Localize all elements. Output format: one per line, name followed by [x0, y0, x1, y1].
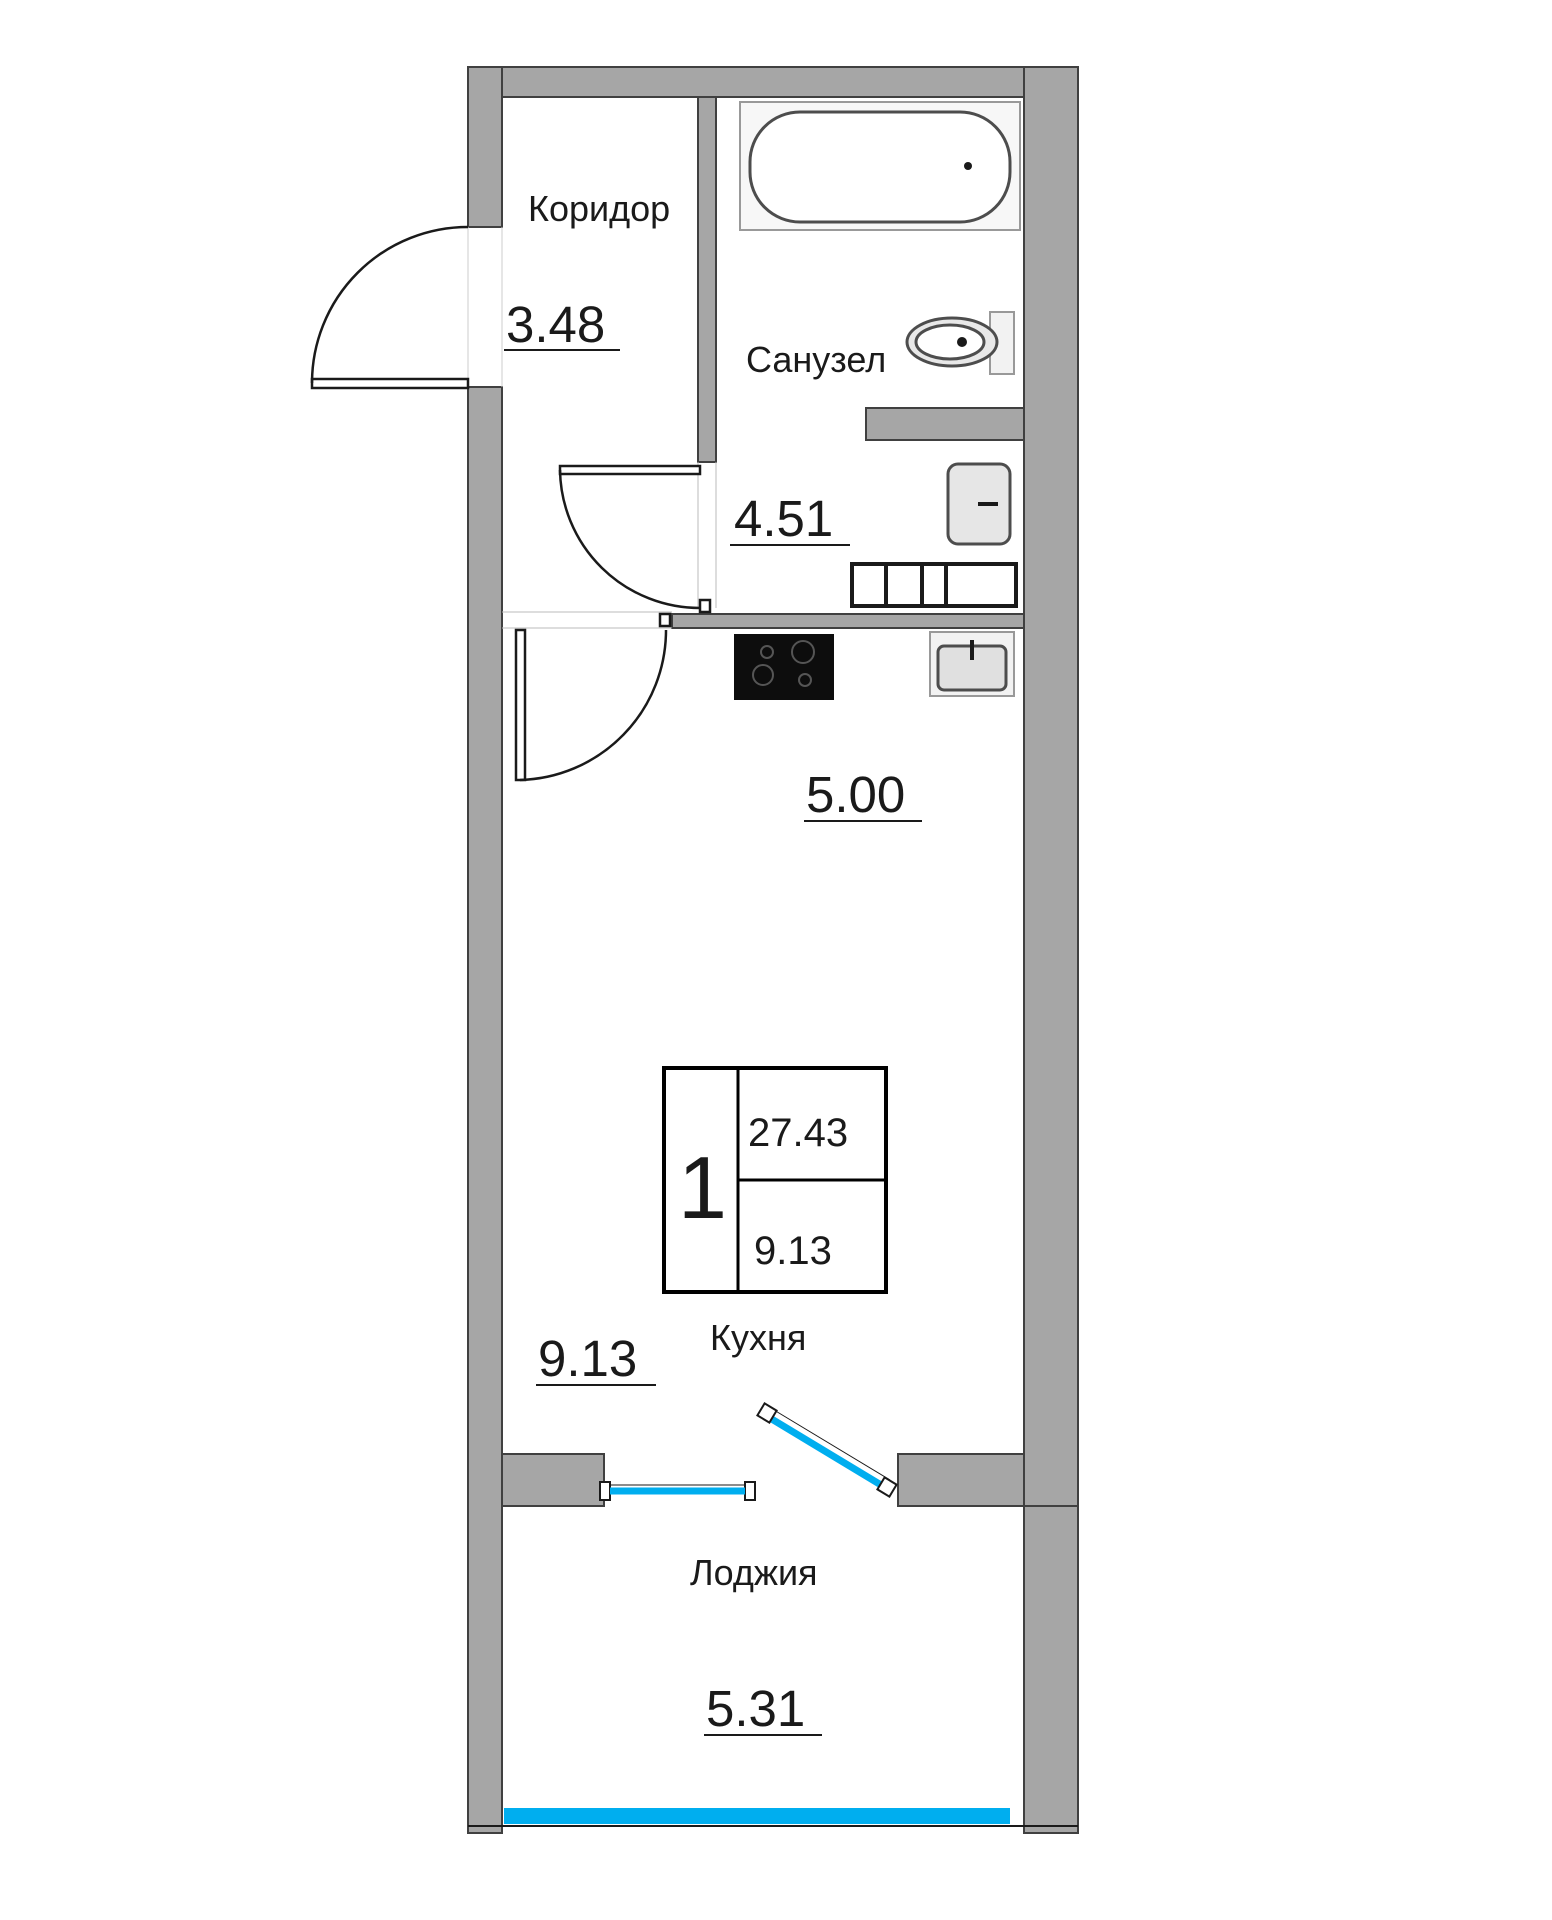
- loggia-outer-right: [1023, 1505, 1079, 1834]
- wall-lines: [467, 226, 717, 629]
- kitchen-door: [514, 612, 672, 782]
- entrance-door-swing-arc: [310, 225, 469, 384]
- kitchen-door-swing-arc: [519, 629, 668, 782]
- cooktop: [734, 634, 834, 700]
- corridor-area: 3.48: [506, 296, 605, 353]
- bath-shelf: [865, 407, 1025, 441]
- loggia-window-left-frame-b: [744, 1481, 756, 1501]
- toilet-bowl-inner: [914, 323, 986, 361]
- loggia-window-left-frame-a: [599, 1481, 611, 1501]
- bathroom-door-leaf: [558, 464, 702, 476]
- loggia-door-line: [773, 1409, 891, 1481]
- toilet-flush-dot: [957, 337, 967, 347]
- bathroom-name: Санузел: [746, 339, 886, 380]
- partition-corridor-bath: [697, 96, 717, 463]
- loggia-wall-right: [897, 1453, 1025, 1507]
- loggia-door: [756, 1402, 898, 1498]
- loggia-door-hinge-a: [756, 1402, 778, 1424]
- summary-total-area: 27.43: [748, 1111, 848, 1155]
- bathtub-drain: [964, 162, 972, 170]
- partition-kitchen-top: [671, 613, 1025, 629]
- loggia-area: 5.31: [706, 1680, 805, 1737]
- kitchen-sink: [929, 631, 1015, 697]
- kitchen-area: 9.13: [538, 1330, 637, 1387]
- summary-rooms-count: 1: [678, 1138, 727, 1237]
- left-wall-upper: [467, 66, 503, 228]
- bathroom-door-swing-arc: [558, 469, 701, 610]
- hall-area: 5.00: [806, 766, 905, 823]
- loggia-glazing-bar: [504, 1808, 1010, 1824]
- bathroom-area: 4.51: [734, 490, 833, 547]
- summary-card: 1 27.43 9.13: [662, 1066, 888, 1294]
- entrance-door: [310, 225, 470, 390]
- bathtub: [739, 101, 1021, 231]
- top-wall: [467, 66, 1079, 98]
- bathroom-sink: [946, 462, 1012, 546]
- corridor-name: Коридор: [528, 188, 670, 229]
- bathroom-door-jamb: [698, 598, 712, 614]
- loggia-wall-left: [501, 1453, 605, 1507]
- loggia-name: Лоджия: [690, 1552, 818, 1593]
- bathroom-door: [558, 464, 712, 614]
- cooktop-burner-4: [798, 673, 812, 687]
- bathtub-basin: [748, 110, 1012, 224]
- kitchen-door-jamb: [658, 612, 672, 628]
- kitchen-name: Кухня: [710, 1317, 806, 1358]
- washing-cabinet-frame: [850, 562, 1018, 608]
- entrance-door-leaf: [310, 377, 470, 390]
- loggia-glazing: [468, 1808, 1078, 1827]
- cooktop-surface: [734, 634, 834, 700]
- washing-cabinet: [850, 562, 1018, 608]
- cooktop-burner-1: [760, 645, 774, 659]
- loggia-window-left: [599, 1481, 756, 1501]
- cooktop-burner-3: [752, 664, 774, 686]
- cooktop-burner-2: [791, 640, 815, 664]
- toilet: [905, 311, 1015, 375]
- kitchen-door-leaf: [514, 628, 527, 782]
- loggia-door-hinge-b: [876, 1476, 898, 1498]
- summary-living-area: 9.13: [754, 1229, 832, 1273]
- left-wall-lower: [467, 386, 503, 1834]
- loggia-door-glass: [768, 1415, 888, 1491]
